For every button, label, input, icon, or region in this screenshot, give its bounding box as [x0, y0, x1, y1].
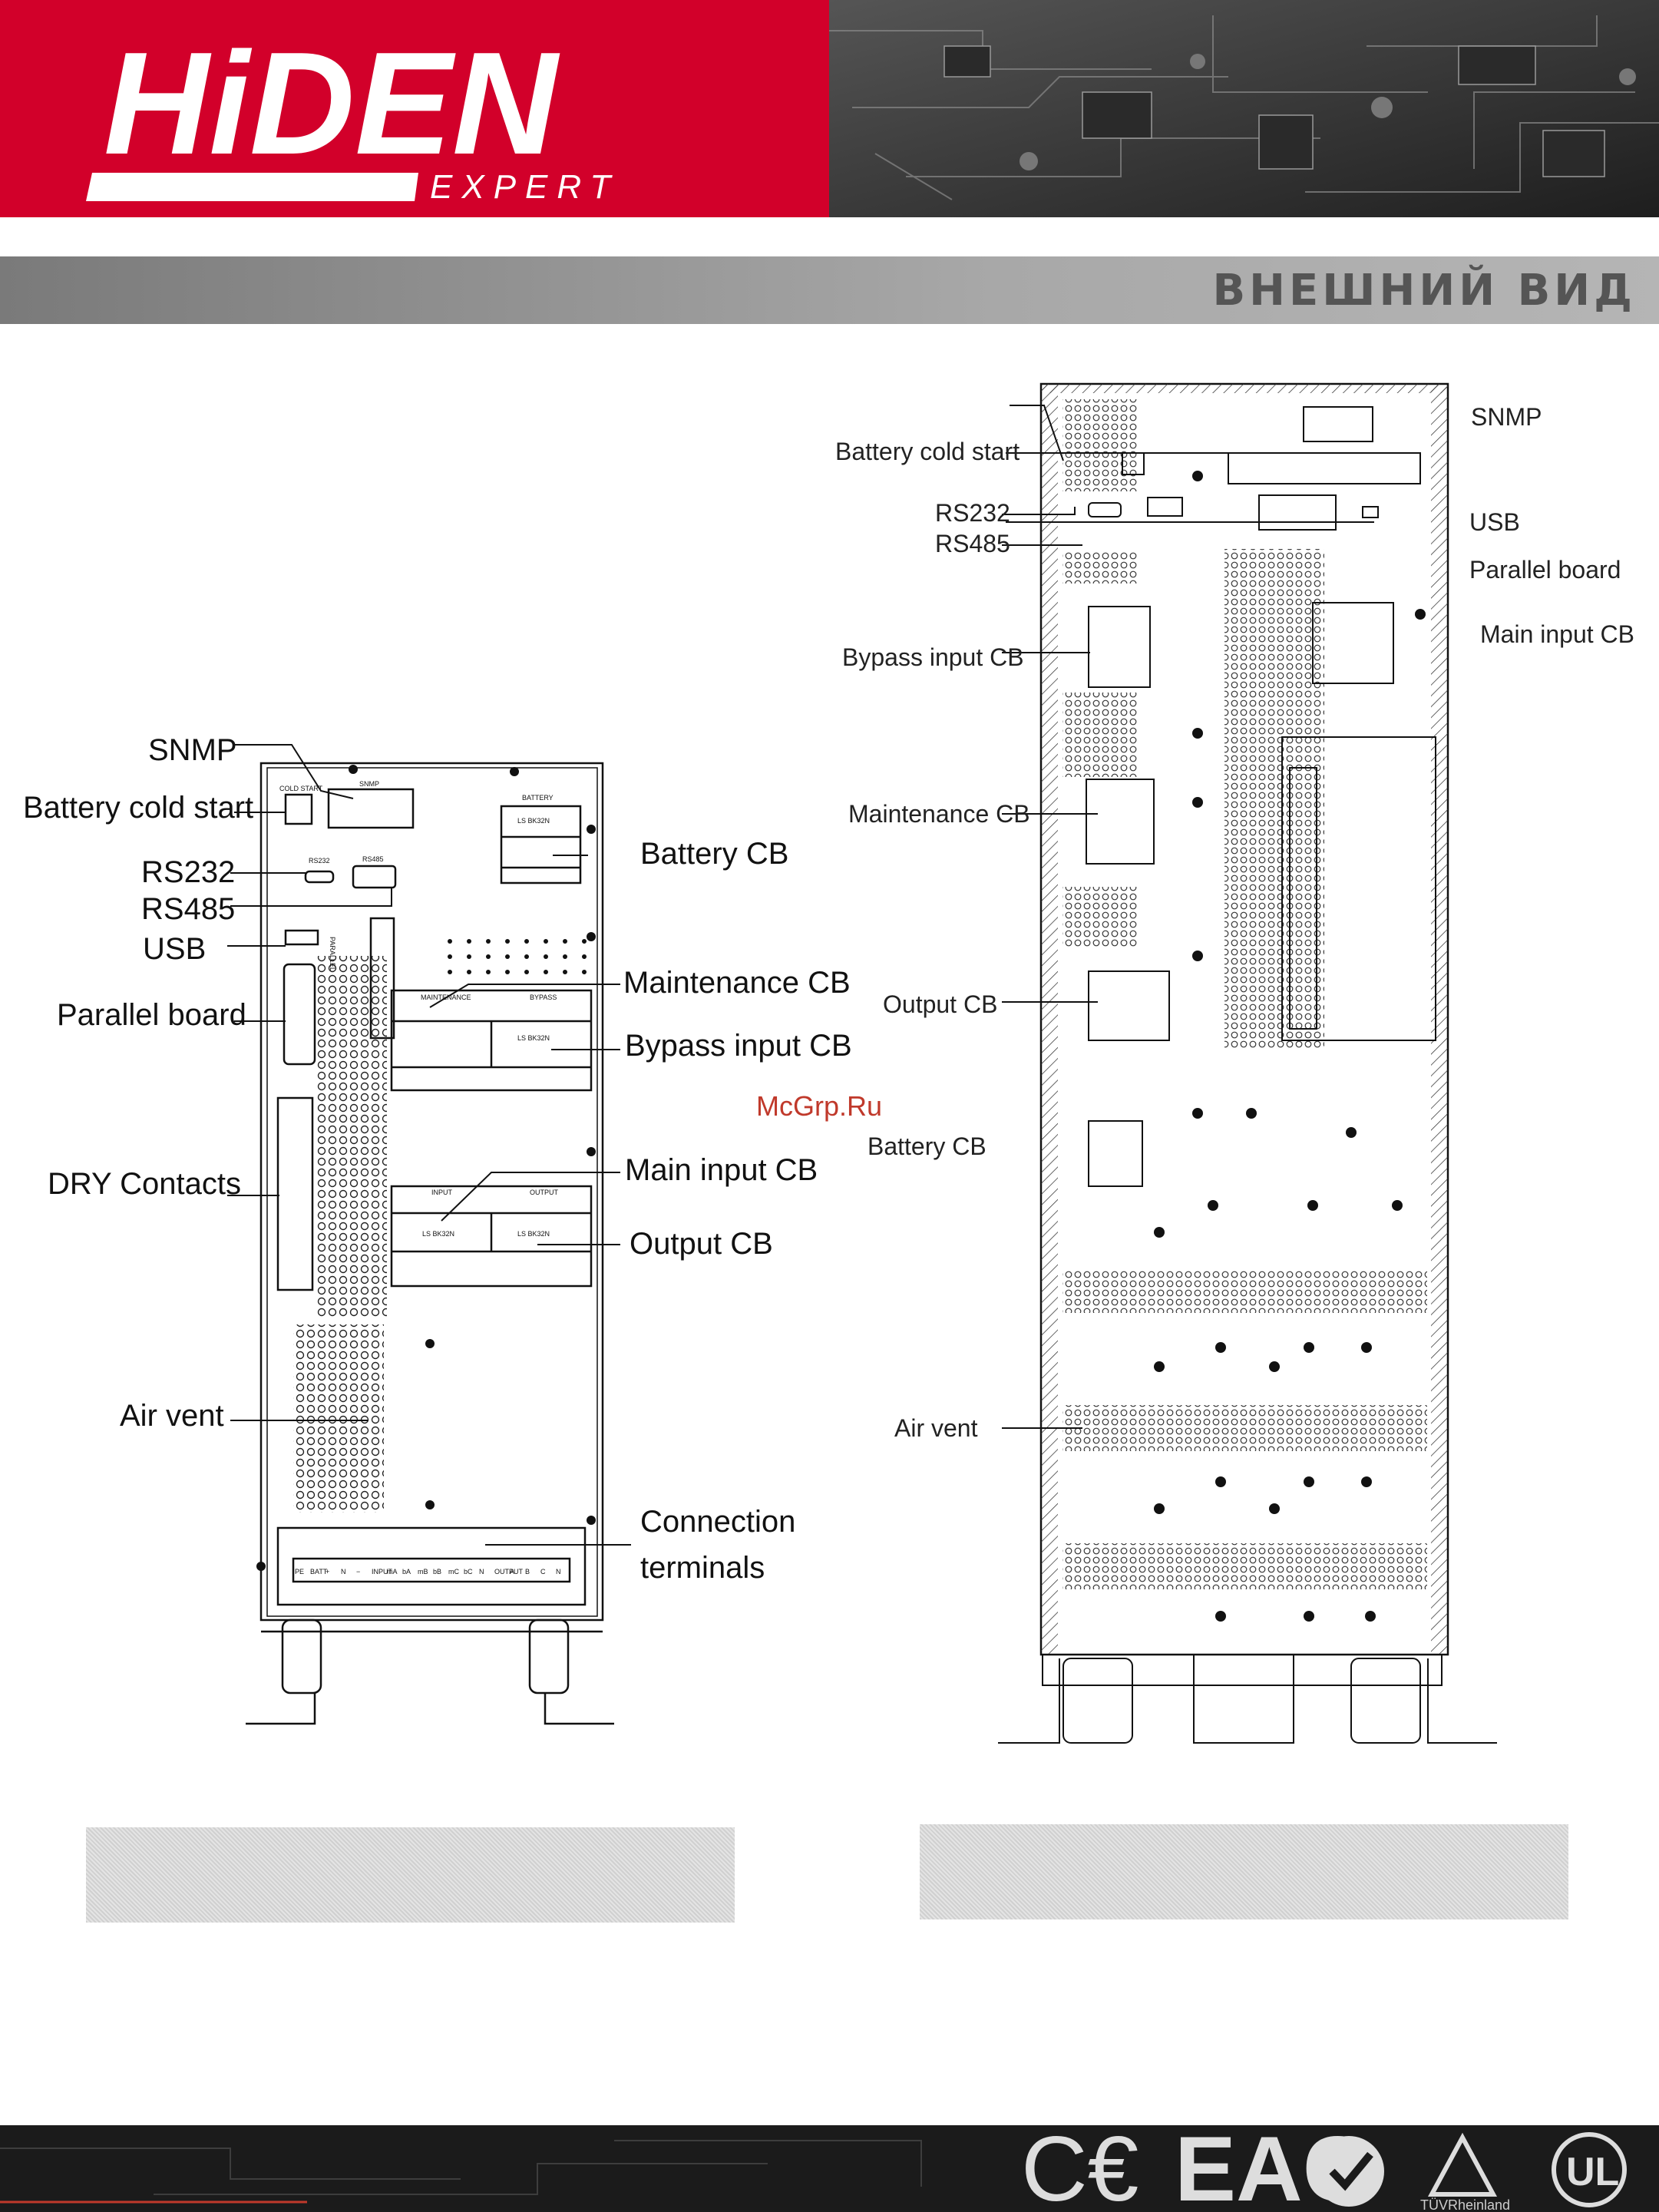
caption-box-left	[86, 1827, 735, 1923]
right-label-maintenance-cb: Maintenance CB	[848, 800, 1030, 828]
panel-text-breaker-input: LS BK32N	[422, 1230, 454, 1238]
ups-front-drawing: COLD START SNMP BATTERY LS BK32N RS232 R…	[246, 762, 614, 1725]
label-snmp: SNMP	[148, 733, 237, 767]
label-main-input-cb: Main input CB	[625, 1153, 818, 1187]
panel-text-breaker-bypass: LS BK32N	[517, 1034, 550, 1042]
right-label-parallel-board: Parallel board	[1469, 556, 1621, 584]
check-mark-icon	[1314, 2136, 1384, 2207]
terminal-label: bA	[402, 1568, 411, 1576]
label-parallel-board: Parallel board	[57, 998, 246, 1032]
label-rs485: RS485	[141, 892, 236, 926]
right-label-battery-cold-start: Battery cold start	[835, 438, 1020, 465]
right-label-output-cb: Output CB	[883, 990, 998, 1018]
terminal-label: +	[326, 1568, 329, 1576]
right-label-main-input-cb: Main input CB	[1480, 620, 1634, 648]
right-label-usb: USB	[1469, 508, 1520, 536]
terminal-label: mA	[387, 1568, 398, 1576]
tuv-text: TÜVRheinland	[1420, 2197, 1510, 2212]
terminal-label: OUTPUT	[494, 1568, 524, 1576]
right-label-rs485: RS485	[935, 530, 1010, 557]
terminal-label: N	[479, 1568, 484, 1576]
caption-box-right	[920, 1824, 1568, 1919]
right-label-snmp: SNMP	[1471, 403, 1542, 431]
right-label-rs232: RS232	[935, 499, 1010, 527]
label-output-cb: Output CB	[630, 1227, 773, 1261]
page-footer: C€ EAC TÜVRheinland UL	[0, 2125, 1659, 2212]
right-label-bypass-input-cb: Bypass input CB	[842, 643, 1024, 671]
left-callout-lines	[227, 744, 631, 1546]
terminal-label: A	[510, 1568, 514, 1576]
terminal-label: bB	[433, 1568, 441, 1576]
watermark: McGrp.Ru	[756, 1090, 883, 1122]
terminal-label: INPUT	[372, 1568, 393, 1576]
label-connection-terminals-2: terminals	[640, 1551, 765, 1585]
ul-mark: UL	[1552, 2132, 1627, 2207]
label-rs232: RS232	[141, 855, 236, 889]
brand-logo: HiDEN EXPERT	[0, 0, 829, 217]
panel-text-bypass: BYPASS	[530, 994, 557, 1001]
panel-text-battery: BATTERY	[522, 794, 554, 802]
ce-mark: C€	[1021, 2125, 1138, 2212]
panel-text-parallel: PARALLEL	[329, 937, 336, 971]
panel-text-cold-start: COLD START	[279, 785, 323, 792]
panel-text-output: OUTPUT	[530, 1189, 559, 1196]
panel-text-snmp: SNMP	[359, 780, 379, 788]
panel-text-breaker-battery: LS BK32N	[517, 817, 550, 825]
panel-text-input: INPUT	[431, 1189, 453, 1196]
panel-text-breaker-output: LS BK32N	[517, 1230, 550, 1238]
label-battery-cold-start: Battery cold start	[23, 791, 254, 825]
label-battery-cb: Battery CB	[640, 837, 789, 871]
section-bar	[0, 256, 1659, 324]
terminal-label: PE	[295, 1568, 304, 1576]
label-usb: USB	[143, 932, 207, 966]
terminal-label: mC	[448, 1568, 459, 1576]
ups-internal-drawing	[998, 382, 1497, 1744]
terminal-label: C	[540, 1568, 546, 1576]
right-label-air-vent: Air vent	[894, 1414, 978, 1442]
terminal-label: −	[356, 1568, 360, 1576]
svg-text:UL: UL	[1566, 2150, 1619, 2194]
label-bypass-input-cb: Bypass input CB	[625, 1029, 852, 1063]
right-label-battery-cb: Battery CB	[868, 1132, 986, 1160]
label-air-vent: Air vent	[120, 1399, 224, 1433]
tuv-mark: TÜVRheinland	[1420, 2132, 1510, 2212]
label-connection-terminals-1: Connection	[640, 1505, 796, 1539]
circuit-board-image	[829, 0, 1659, 217]
label-maintenance-cb: Maintenance CB	[623, 966, 851, 1000]
terminal-label: BATT	[310, 1568, 328, 1576]
terminal-label: N	[341, 1568, 346, 1576]
terminal-label: N	[556, 1568, 561, 1576]
brand-subtitle: EXPERT	[430, 168, 620, 206]
section-title: ВНЕШНИЙ ВИД	[1212, 266, 1636, 316]
right-callout-lines	[1002, 405, 1374, 1429]
panel-text-rs232: RS232	[309, 857, 330, 865]
terminal-label: bC	[464, 1568, 473, 1576]
label-dry-contacts: DRY Contacts	[48, 1167, 241, 1201]
terminal-label: B	[525, 1568, 530, 1576]
terminal-label: mB	[418, 1568, 428, 1576]
page-header: HiDEN EXPERT	[0, 0, 1659, 217]
brand-name: HiDEN	[104, 22, 560, 185]
panel-text-rs485: RS485	[362, 855, 384, 863]
